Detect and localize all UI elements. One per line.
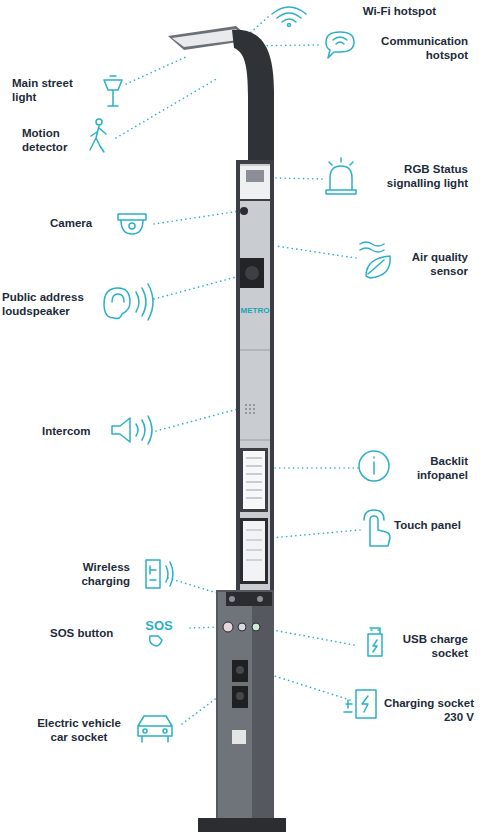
callout-label: Wireless charging <box>66 560 130 588</box>
callout-label: RGB Status signalling light <box>356 162 468 190</box>
callout-label: Electric vehicle car socket <box>28 716 130 744</box>
callout-label: Motion detector <box>22 126 82 154</box>
callout-label: Touch panel <box>394 518 474 532</box>
callout-label: Camera <box>50 216 110 230</box>
callout-label: Charging socket 230 V <box>374 696 474 724</box>
callout-label: Backlit infopanel <box>396 454 468 482</box>
callout-label: Intercom <box>42 424 106 438</box>
sos-icon-text: SOS <box>142 619 176 633</box>
pole <box>168 26 286 832</box>
brand-mark: METRO <box>238 306 272 316</box>
callout-label: SOS button <box>50 626 134 640</box>
callout-label: Wi-Fi hotspot <box>316 4 436 18</box>
callout-label: Public address loudspeaker <box>2 290 96 318</box>
callout-label: Main street light <box>12 76 88 104</box>
callout-label: USB charge socket <box>384 632 468 660</box>
callout-label: Air quality sensor <box>390 250 468 278</box>
callout-label: Communication hotspot <box>360 34 468 62</box>
